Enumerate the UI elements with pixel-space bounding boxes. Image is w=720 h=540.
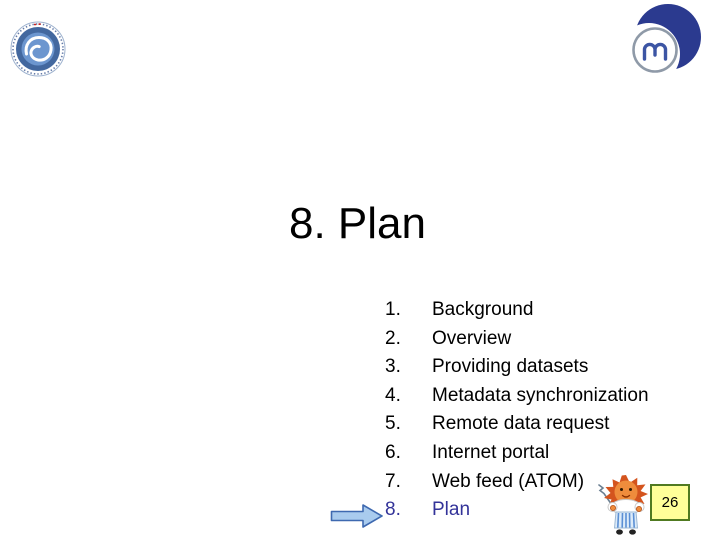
crescent-m-logo	[627, 4, 701, 80]
list-item-number: 4.	[385, 384, 401, 406]
list-item: 4. Metadata synchronization	[385, 382, 649, 411]
list-item-label: Providing datasets	[432, 356, 589, 378]
list-item-number: 5.	[385, 413, 401, 435]
list-item: 5. Remote data request	[385, 410, 649, 439]
list-item-number: 1.	[385, 299, 401, 320]
page-title: 8. Plan	[289, 199, 426, 248]
list-item-number: 8.	[385, 499, 401, 521]
list-item-label: Metadata synchronization	[432, 384, 649, 406]
list-item-label: Plan	[432, 499, 471, 521]
list-item-active: 8. Plan	[385, 496, 649, 525]
list-item-label: Remote data request	[432, 413, 610, 435]
list-item-label: Overview	[432, 327, 512, 349]
page-number: 26	[661, 494, 679, 511]
list-item-number: 6.	[385, 441, 401, 463]
list-item: 1. Background	[385, 296, 649, 325]
list-item: 2. Overview	[385, 325, 649, 354]
list-item-number: 2.	[385, 327, 401, 349]
list-item: 3. Providing datasets	[385, 353, 649, 382]
agenda-list: 1. Background 2. Overview 3. Providing d…	[385, 296, 649, 525]
list-item-number: 3.	[385, 356, 401, 378]
page-number-badge: 26	[650, 484, 690, 521]
list-item-label: Web feed (ATOM)	[432, 470, 585, 492]
list-item-number: 7.	[385, 470, 401, 492]
list-item: 6. Internet portal	[385, 439, 649, 468]
right-block-arrow-icon	[330, 504, 383, 528]
list-item: 7. Web feed (ATOM)	[385, 468, 649, 497]
sun-mascot-icon	[598, 475, 648, 535]
list-item-label: Internet portal	[432, 441, 550, 463]
list-item-label: Background	[432, 299, 534, 320]
spiral-globe-logo	[10, 21, 66, 77]
